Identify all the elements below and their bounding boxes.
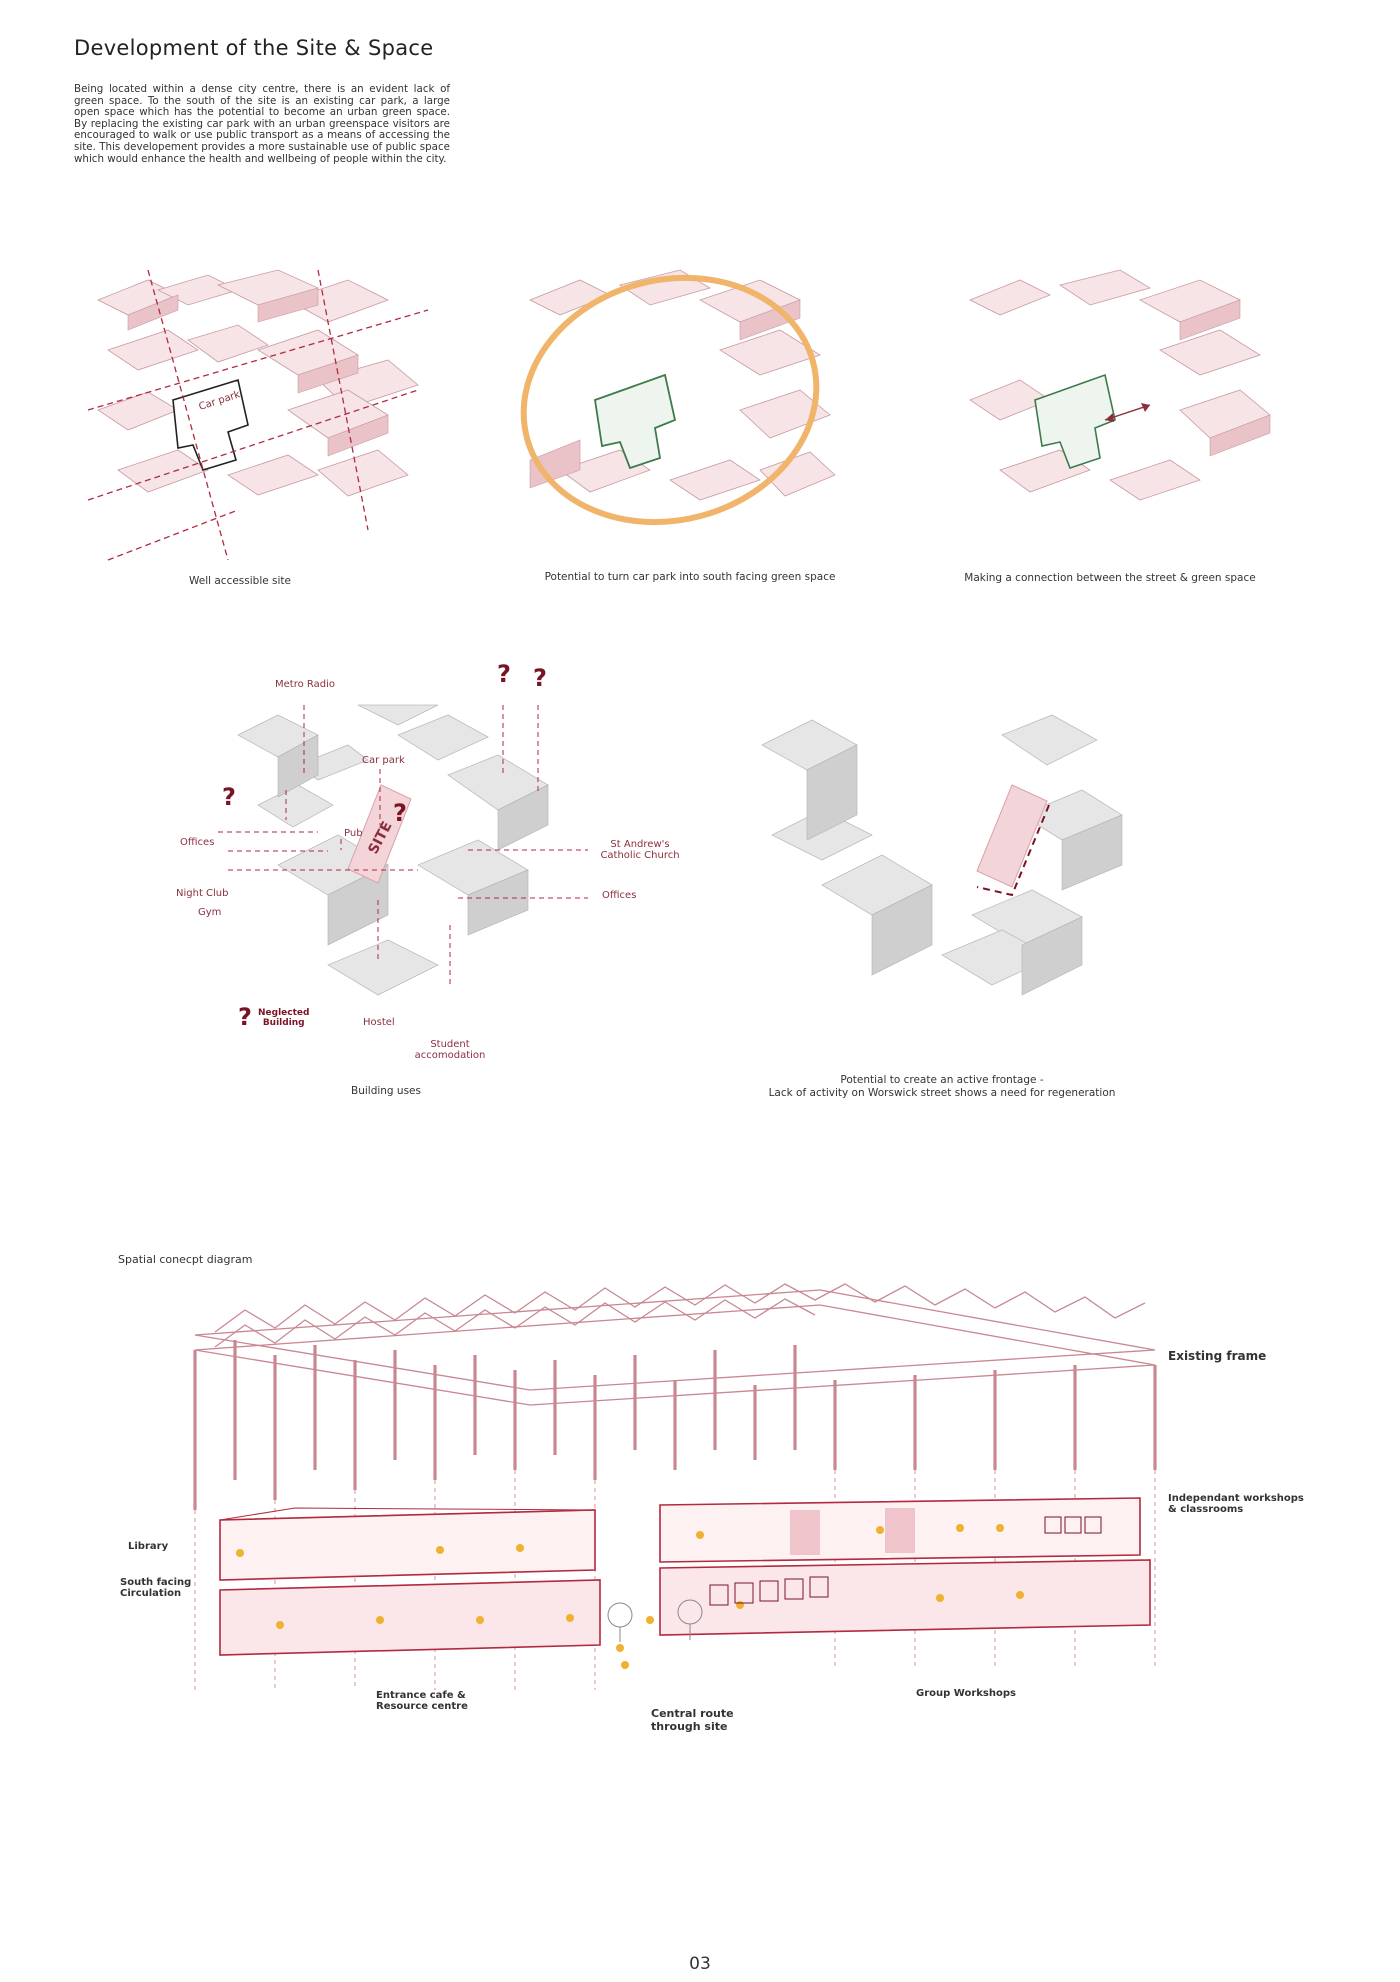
label-entrance-cafe: Entrance cafe & Resource centre: [376, 1690, 468, 1712]
workshops-box: [659, 1497, 1141, 1563]
green-space-outline: [593, 373, 677, 470]
label-pub: Pub: [344, 828, 363, 839]
car-park-outline: [172, 378, 249, 471]
building-uses-map: SITE: [218, 704, 588, 996]
label-car-park: Car park: [362, 755, 405, 766]
neglected-marker: ?: [533, 664, 547, 692]
legend-text: Neglected Building: [258, 1008, 310, 1028]
neglected-marker: ?: [222, 783, 236, 811]
connection-diagram: [969, 269, 1271, 501]
label-group-workshops: Group Workshops: [916, 1688, 1016, 1699]
label-offices-right: Offices: [602, 890, 637, 901]
label-night-club: Night Club: [176, 888, 229, 899]
label-student-accommodation: Student accomodation: [414, 1039, 486, 1061]
intro-paragraph: Being located within a dense city centre…: [74, 83, 450, 165]
caption-frontage-line2: Lack of activity on Worswick street show…: [768, 1087, 1116, 1099]
site-area: [976, 784, 1048, 888]
label-south-facing-circulation: South facing Circulation: [120, 1577, 192, 1599]
accessibility-diagram: Car park: [87, 269, 429, 561]
spatial-concept-diagram: [193, 1283, 1157, 1690]
site-area: [347, 784, 412, 884]
page-number: 03: [689, 1954, 711, 1974]
spatial-title: Spatial conecpt diagram: [118, 1253, 253, 1266]
green-space-outline: [1034, 373, 1116, 470]
neglected-marker: ?: [393, 799, 407, 827]
library-box: [219, 1507, 596, 1581]
label-existing-frame: Existing frame: [1168, 1349, 1267, 1363]
legend-symbol: ?: [238, 1003, 252, 1031]
label-church: St Andrew's Catholic Church: [600, 839, 680, 861]
label-library: Library: [128, 1541, 169, 1552]
caption-frontage-line1: Potential to create an active frontage -: [840, 1074, 1044, 1086]
label-independant-workshops: Independant workshops & classrooms: [1168, 1493, 1304, 1515]
caption-building-uses: Building uses: [351, 1085, 421, 1097]
active-frontage-line: [976, 804, 1050, 897]
caption-accessible: Well accessible site: [188, 575, 292, 587]
label-hostel: Hostel: [363, 1017, 395, 1028]
frontage-map: [761, 714, 1123, 996]
label-metro-radio: Metro Radio: [275, 679, 335, 690]
label-gym: Gym: [198, 907, 222, 918]
entrance-cafe-box: [219, 1579, 601, 1656]
caption-green-space: Potential to turn car park into south fa…: [544, 571, 836, 583]
neglected-marker: ?: [497, 660, 511, 688]
green-space-diagram: [520, 269, 836, 526]
label-central-route: Central route through site: [651, 1707, 734, 1733]
page-title: Development of the Site & Space: [74, 36, 434, 60]
group-workshops-box: [659, 1559, 1151, 1636]
label-offices-left: Offices: [180, 837, 215, 848]
caption-connection: Making a connection between the street &…: [964, 572, 1256, 584]
